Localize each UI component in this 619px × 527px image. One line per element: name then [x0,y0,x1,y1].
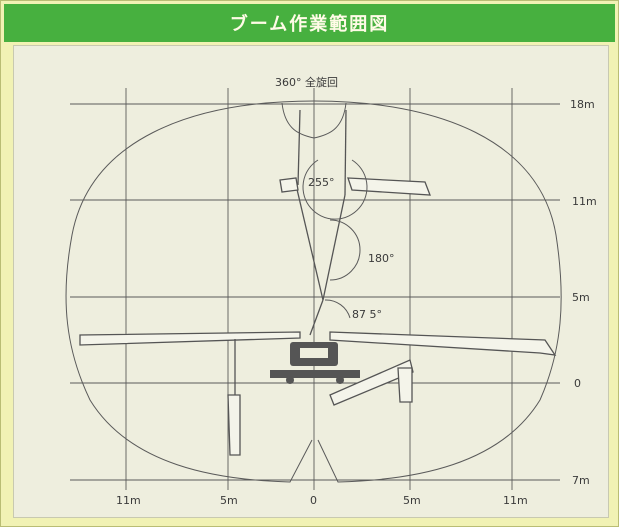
horizontal-label-left-11m: 11m [116,494,141,507]
top-arc [281,102,347,139]
diagram-title: ブーム作業範囲図 [229,14,390,35]
arc-180 [329,219,361,281]
arc-255 [302,159,368,220]
angle-255-label: 255° [308,176,335,189]
diagram-panel [13,45,609,518]
height-label-7m: 7m [572,474,590,487]
angle-180-label: 180° [368,252,395,265]
height-label-5m: 5m [572,291,590,304]
height-label-11m: 11m [572,195,597,208]
working-range-envelope [65,100,562,483]
horizontal-grid-lines [125,88,513,490]
arc-87-5 [324,299,351,319]
truck-body [270,342,360,384]
horizontal-label-right-11m: 11m [503,494,528,507]
height-label-0: 0 [574,377,581,390]
boom-lower [227,359,414,456]
horizontal-label-center: 0 [310,494,317,507]
title-bar: ブーム作業範囲図 [4,4,615,42]
boom-horizontal [79,331,557,395]
height-label-18m: 18m [570,98,595,111]
height-grid-lines [70,103,560,481]
boom-upper-right [279,177,431,196]
boom-vertical [295,109,347,336]
rotation-label: 360° 全旋回 [275,75,338,89]
horizontal-label-right-5m: 5m [403,494,421,507]
horizontal-label-left-5m: 5m [220,494,238,507]
angle-87-5-label: 87 5° [352,308,382,321]
